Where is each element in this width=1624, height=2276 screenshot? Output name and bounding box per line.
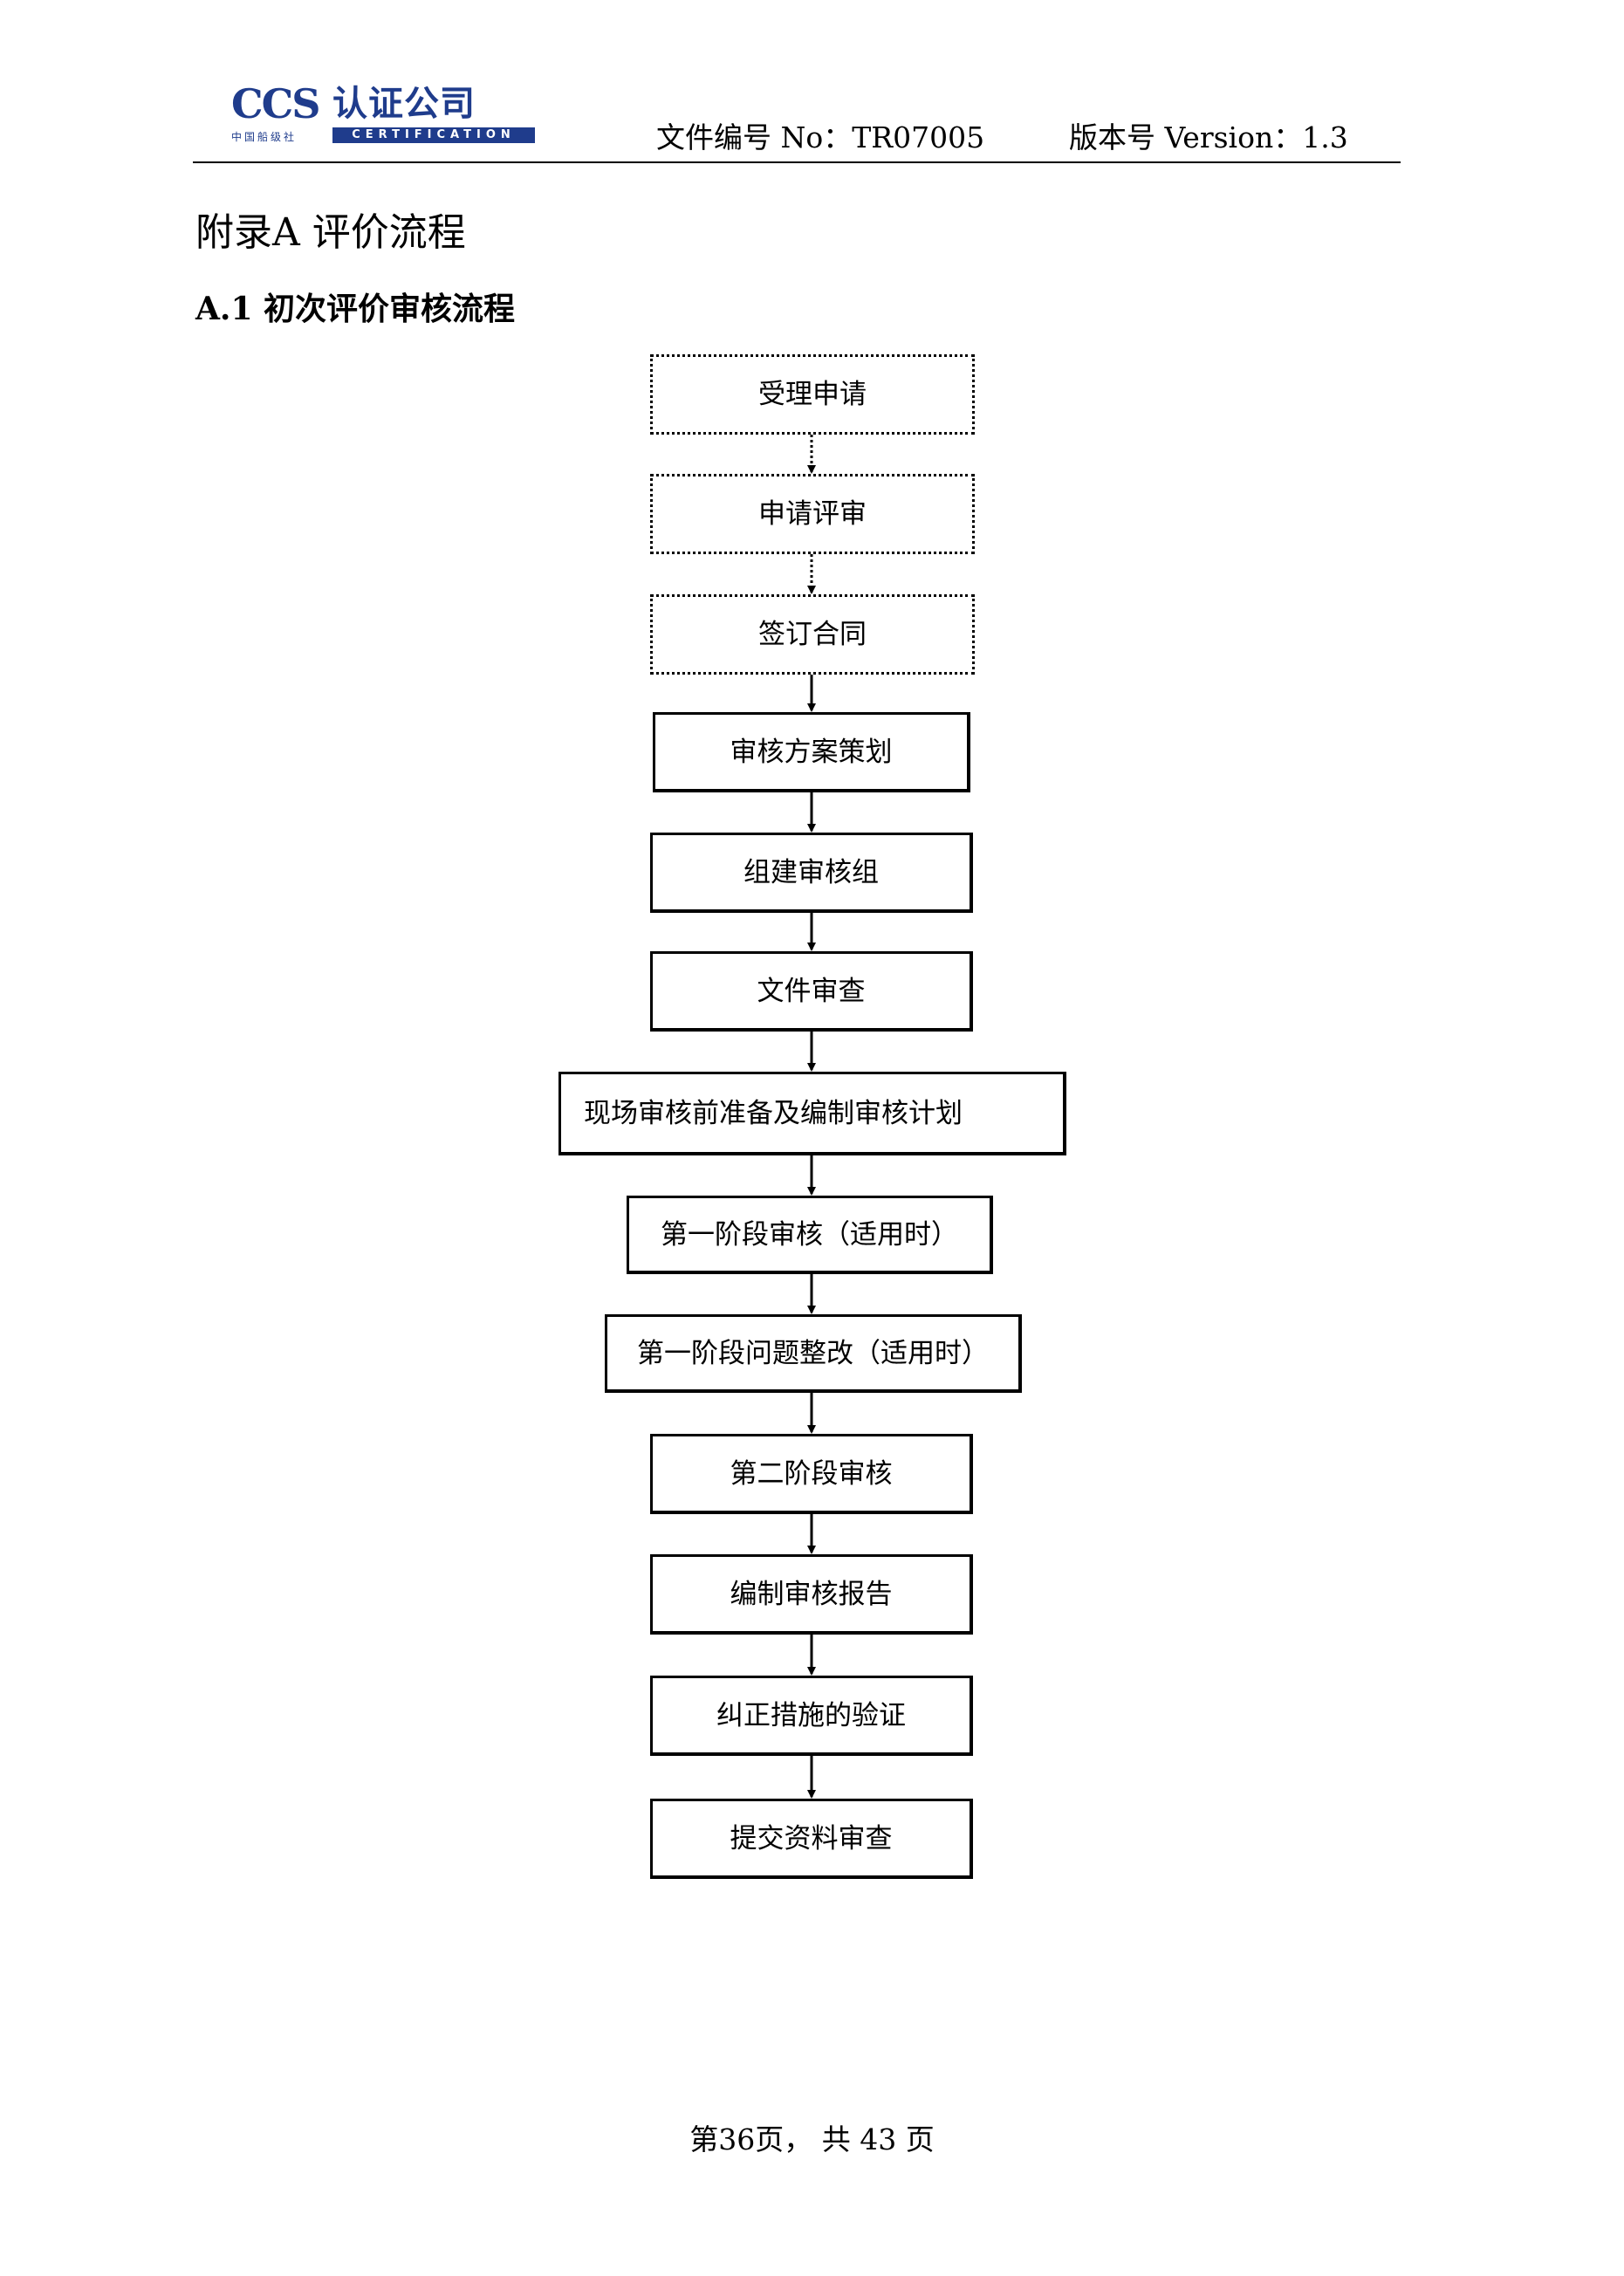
flow-step: 现场审核前准备及编制审核计划 bbox=[558, 1072, 1066, 1155]
header-divider bbox=[193, 161, 1401, 163]
ccs-certification-logo: CCS 认证公司 中国船级社 CERTIFICATION bbox=[231, 84, 537, 147]
flow-step-label: 第一阶段问题整改（适用时） bbox=[637, 1337, 989, 1369]
flow-step: 申请评审 bbox=[650, 474, 975, 554]
logo-certification-band: CERTIFICATION bbox=[332, 127, 535, 143]
section-title: A.1 初次评价审核流程 bbox=[195, 291, 516, 327]
flow-step: 签订合同 bbox=[650, 594, 975, 675]
flow-step: 文件审查 bbox=[650, 951, 973, 1032]
flow-step: 受理申请 bbox=[650, 354, 975, 435]
logo-society-name: 中国船级社 bbox=[231, 131, 298, 143]
flow-step-label: 提交资料审查 bbox=[730, 1822, 893, 1854]
page-number-footer: 第36页， 共 43 页 bbox=[689, 2122, 935, 2156]
flow-step: 审核方案策划 bbox=[653, 712, 970, 792]
logo-company-name: 认证公司 bbox=[332, 84, 476, 124]
flow-step: 第一阶段问题整改（适用时） bbox=[605, 1314, 1022, 1393]
flow-step: 纠正措施的验证 bbox=[650, 1676, 973, 1756]
flow-step: 第一阶段审核（适用时） bbox=[627, 1196, 993, 1274]
flow-step-label: 申请评审 bbox=[758, 498, 867, 530]
flow-step-label: 签订合同 bbox=[758, 619, 867, 650]
document-version: 版本号 Version：1.3 bbox=[1069, 120, 1348, 154]
flow-step-label: 编制审核报告 bbox=[730, 1578, 893, 1610]
flow-step-label: 审核方案策划 bbox=[730, 736, 893, 768]
flow-step: 编制审核报告 bbox=[650, 1554, 973, 1635]
flow-step-label: 纠正措施的验证 bbox=[716, 1699, 906, 1731]
flow-step: 第二阶段审核 bbox=[650, 1434, 973, 1514]
flow-step: 组建审核组 bbox=[650, 833, 973, 913]
flow-step-label: 第二阶段审核 bbox=[730, 1457, 893, 1490]
document-number: 文件编号 No：TR07005 bbox=[656, 120, 985, 154]
logo-ccs-text: CCS bbox=[231, 80, 320, 127]
flow-step-label: 第一阶段审核（适用时） bbox=[661, 1218, 958, 1251]
flow-step-label: 组建审核组 bbox=[743, 856, 879, 888]
flow-step-label: 文件审查 bbox=[757, 975, 866, 1007]
flow-step-label: 现场审核前准备及编制审核计划 bbox=[584, 1097, 963, 1129]
flow-step-label: 受理申请 bbox=[758, 379, 867, 410]
flow-step: 提交资料审查 bbox=[650, 1799, 973, 1879]
appendix-title: 附录A 评价流程 bbox=[195, 210, 466, 255]
